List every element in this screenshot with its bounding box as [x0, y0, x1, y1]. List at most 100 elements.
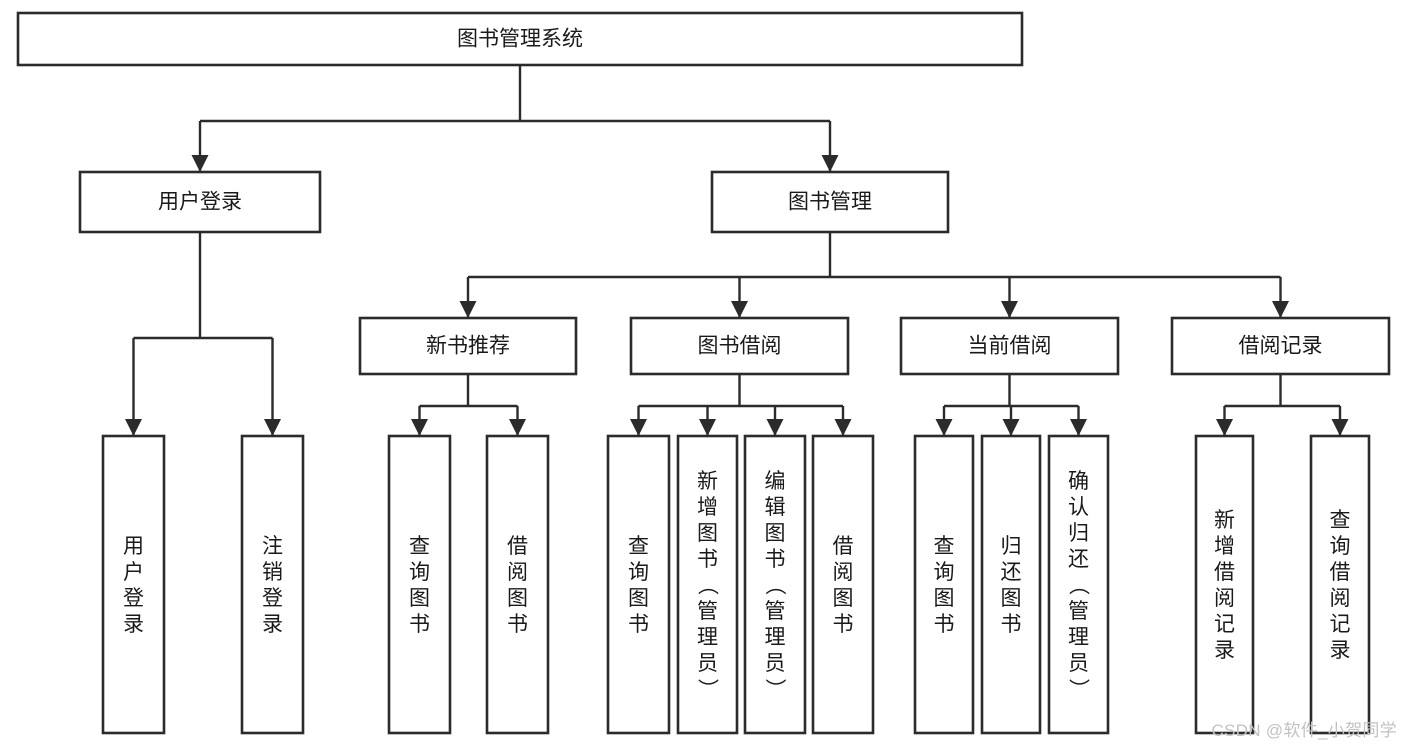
node-label-char: （: [763, 574, 786, 595]
node-label-char: 书: [833, 613, 854, 636]
node-label-char: 管: [765, 600, 786, 623]
node-label-char: 记: [1214, 613, 1235, 636]
connector-arrowhead: [766, 419, 784, 436]
node-label-char: 确: [1068, 470, 1089, 493]
connector-arrowhead: [821, 155, 839, 172]
node-box-borrow-record[interactable]: [1170, 316, 1391, 376]
node-box-leaf-user-login[interactable]: [101, 434, 166, 735]
node-label-char: 员: [697, 652, 718, 675]
watermark-label: CSDN @软件_小贺同学: [1211, 721, 1397, 740]
node-box-leaf-query-book-3[interactable]: [913, 434, 975, 735]
node-label-char: 询: [628, 561, 649, 584]
node-box-leaf-confirm-return[interactable]: [1047, 434, 1110, 735]
node-box-leaf-add-record[interactable]: [1194, 434, 1255, 735]
node-box-leaf-borrow-book-2[interactable]: [811, 434, 875, 735]
node-label-char: 阅: [1330, 587, 1351, 610]
connector-arrowhead: [1070, 419, 1087, 436]
node-label-char: 询: [934, 561, 955, 584]
node-label-char: 图: [507, 587, 528, 610]
node-label-char: 图: [934, 587, 955, 610]
node-label-char: 员: [765, 652, 786, 675]
node-box-leaf-query-record[interactable]: [1309, 434, 1371, 735]
node-book-manage[interactable]: 图书管理: [710, 170, 950, 234]
node-box-current-borrow[interactable]: [899, 316, 1120, 376]
connector-arrowhead: [834, 419, 852, 436]
connector-arrowhead: [509, 419, 526, 436]
node-label-char: 查: [409, 535, 430, 558]
node-box-leaf-add-book[interactable]: [676, 434, 739, 735]
node-label-char: 新: [697, 470, 718, 493]
node-user-login[interactable]: 用户登录: [78, 170, 322, 234]
node-box-leaf-query-book-2[interactable]: [606, 434, 671, 735]
node-box-new-book-rec[interactable]: [358, 316, 578, 376]
node-label-char: 登: [262, 587, 283, 610]
node-label-char: 注: [262, 535, 283, 558]
node-label-char: 理: [697, 626, 718, 649]
node-box-leaf-query-book-1[interactable]: [387, 434, 452, 735]
node-label-char: 图: [409, 587, 430, 610]
node-label-char: 还: [1001, 561, 1022, 584]
node-label-char: 书: [628, 613, 649, 636]
connector-arrowhead: [935, 419, 953, 436]
node-book-borrow[interactable]: 图书借阅: [629, 316, 850, 376]
node-label-char: 图: [765, 522, 786, 545]
node-label-borrow-record: 借阅记录: [1239, 335, 1323, 358]
connector-arrowhead: [731, 301, 748, 318]
node-new-book-rec[interactable]: 新书推荐: [358, 316, 578, 376]
node-label-char: 理: [1068, 626, 1089, 649]
connector-arrowhead: [630, 419, 647, 436]
node-borrow-record[interactable]: 借阅记录: [1170, 316, 1391, 376]
node-box-root[interactable]: [16, 11, 1024, 67]
node-label-char: 查: [1330, 509, 1351, 532]
node-label-char: 询: [1330, 535, 1351, 558]
node-box-user-login[interactable]: [78, 170, 322, 234]
node-root[interactable]: 图书管理系统: [16, 11, 1024, 67]
node-label-book-borrow: 图书借阅: [698, 335, 782, 358]
node-label-char: 管: [1068, 600, 1089, 623]
node-box-book-borrow[interactable]: [629, 316, 850, 376]
node-box-leaf-logout-login[interactable]: [240, 434, 305, 735]
node-label-book-manage: 图书管理: [788, 191, 872, 214]
node-label-char: 增: [697, 496, 718, 519]
node-box-leaf-edit-book[interactable]: [743, 434, 807, 735]
connector-arrowhead: [264, 419, 281, 436]
node-label-char: （: [1067, 574, 1090, 595]
node-box-leaf-borrow-book-1[interactable]: [485, 434, 550, 735]
node-label-current-borrow: 当前借阅: [968, 335, 1052, 358]
node-label-char: 查: [628, 535, 649, 558]
node-label-char: 书: [765, 548, 786, 571]
node-box-book-manage[interactable]: [710, 170, 950, 234]
connector-arrowhead: [191, 155, 209, 172]
connector-arrowhead: [1001, 301, 1018, 318]
node-label-char: ）: [1067, 678, 1090, 699]
connector-arrowhead: [1002, 419, 1020, 436]
node-layer: 图书管理系统用户登录图书管理新书推荐图书借阅当前借阅借阅记录用户登录注销登录查询…: [16, 11, 1391, 735]
node-box-leaf-return-book[interactable]: [980, 434, 1042, 735]
node-current-borrow[interactable]: 当前借阅: [899, 316, 1120, 376]
node-leaf-user-login[interactable]: 用户登录: [101, 434, 166, 735]
node-label-char: ）: [763, 678, 786, 699]
node-label-char: 录: [123, 613, 144, 636]
